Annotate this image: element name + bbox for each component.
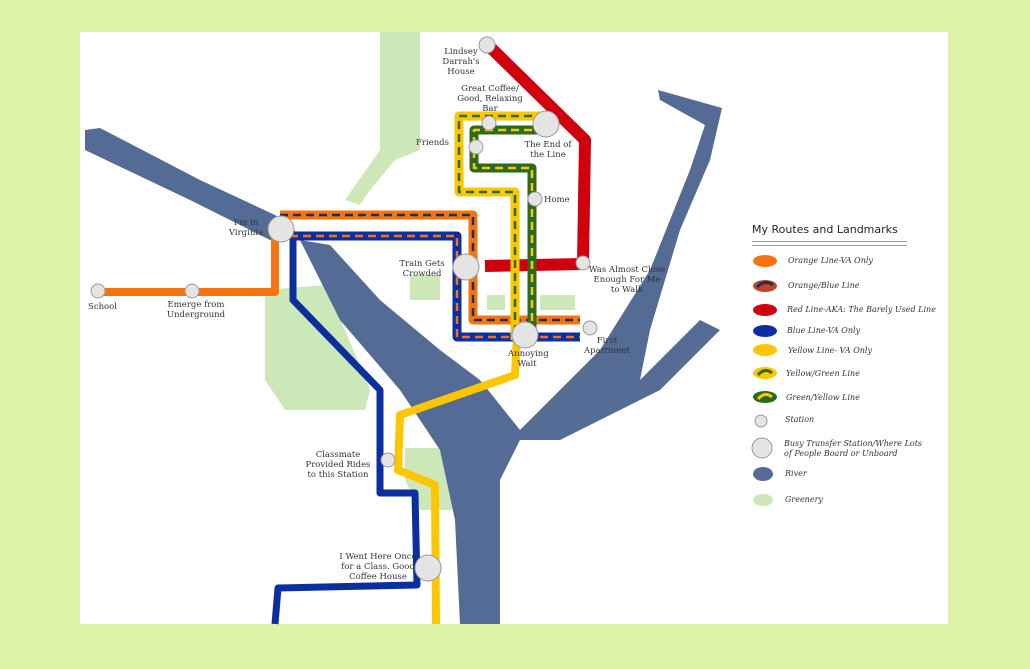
station-label: Classmate Provided Rides to this Station xyxy=(305,450,371,480)
legend-item: Station xyxy=(785,415,815,424)
legend-item: Busy Transfer Station/Where Lots of Peop… xyxy=(784,439,923,458)
station-label: I Went Here Once for a Class. Good Coffe… xyxy=(339,552,417,582)
legend-item: River xyxy=(785,469,807,478)
orange-line-va xyxy=(92,230,279,296)
legend-title: My Routes and Landmarks xyxy=(752,223,898,236)
legend-item: Greenery xyxy=(785,495,823,504)
station-label: First Apartment xyxy=(583,336,631,356)
station-label: Annoying Wait xyxy=(508,349,549,369)
river xyxy=(85,90,722,624)
station-label: Train Gets Crowded xyxy=(399,259,445,279)
legend-item: Green/Yellow Line xyxy=(786,393,860,402)
legend-item: Yellow Line- VA Only xyxy=(788,346,872,355)
station-label: I'm in Virginia xyxy=(228,218,264,238)
yellow-line-va xyxy=(394,334,521,625)
legend-divider xyxy=(752,241,907,246)
legend-item: Red Line-AKA: The Barely Used Line xyxy=(787,305,936,314)
legend-item: Orange/Blue Line xyxy=(788,281,860,290)
green-yellow-line xyxy=(469,125,545,330)
station-label: Friends xyxy=(416,138,449,148)
stations xyxy=(90,36,598,582)
legend-item: Orange Line-VA Only xyxy=(788,256,873,265)
legend-item: Yellow/Green Line xyxy=(786,369,860,378)
blue-line-va xyxy=(271,238,421,625)
station-label: Was Almost Close Enough For Me to Walk xyxy=(588,265,666,295)
station-label: The End of the Line xyxy=(524,140,572,160)
legend-swatches xyxy=(751,255,777,506)
station-label: Emerge from Underground xyxy=(166,300,226,320)
station-label: Great Coffee/ Good, Relaxing Bar xyxy=(457,84,523,114)
legend-item: Blue Line-VA Only xyxy=(787,326,861,335)
station-label: Lindsey Darrah's House xyxy=(442,47,480,77)
station-label: School xyxy=(88,302,118,312)
station-label: Home xyxy=(544,195,570,205)
